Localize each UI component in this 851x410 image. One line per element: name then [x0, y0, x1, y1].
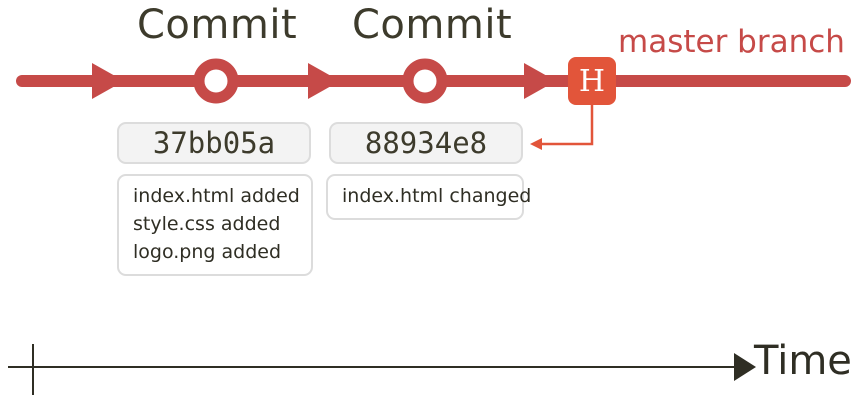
branch-arrowhead-2	[308, 63, 340, 99]
commit-node-2	[402, 58, 448, 104]
commit-hash-2: 88934e8	[329, 122, 523, 164]
branch-label: master branch	[618, 24, 845, 60]
commit-changes-2: index.html changed	[326, 174, 532, 220]
time-axis-label: Time	[754, 338, 851, 384]
commit-changes-1: index.html added style.css added logo.pn…	[117, 174, 313, 276]
head-pointer-arrowhead	[530, 138, 542, 150]
branch-arrowhead-1	[92, 63, 124, 99]
commit-title-1: Commit	[137, 2, 298, 48]
head-pointer-line	[540, 105, 594, 146]
commit-node-1	[193, 58, 239, 104]
branch-arrowhead-3	[524, 63, 556, 99]
head-label: H	[578, 63, 606, 99]
head-marker-box	[568, 57, 616, 105]
change-line: index.html added	[133, 185, 300, 207]
change-line: style.css added	[133, 213, 281, 235]
change-line: logo.png added	[133, 241, 282, 263]
change-line: index.html changed	[342, 185, 532, 207]
time-axis-arrowhead	[734, 353, 756, 381]
commit-title-2: Commit	[352, 2, 513, 48]
commit-hash-1: 37bb05a	[117, 122, 311, 164]
